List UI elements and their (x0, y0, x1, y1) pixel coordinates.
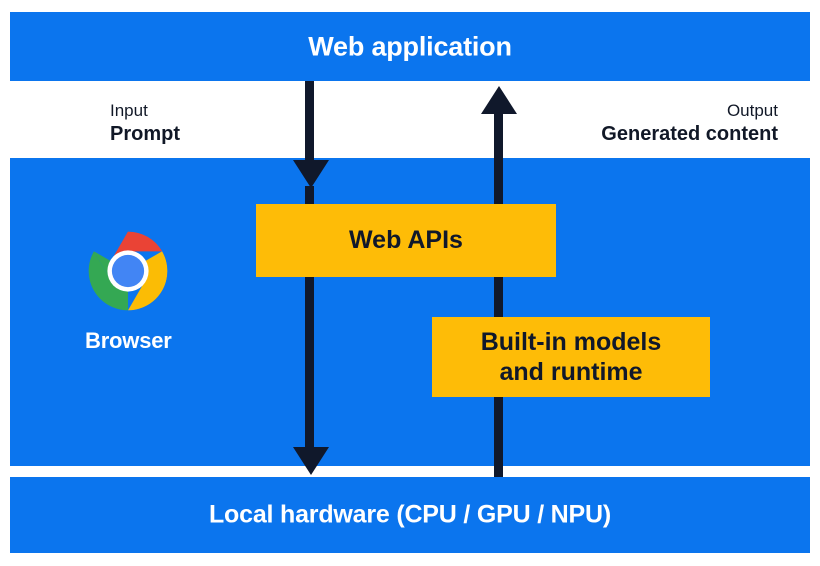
band-web-application-label: Web application (308, 31, 512, 61)
box-built-in-models-line1: Built-in models (480, 327, 662, 356)
box-built-in-models: Built-in models and runtime (432, 317, 710, 397)
box-built-in-models-line2: and runtime (499, 358, 643, 386)
band-local-hardware: Local hardware (CPU / GPU / NPU) (10, 477, 810, 553)
arrow-shaft-output (494, 112, 503, 480)
band-local-hardware-label: Local hardware (CPU / GPU / NPU) (208, 500, 611, 529)
arrowhead-up-into-web-application (481, 86, 517, 114)
annotation-input-kind: Input (110, 101, 148, 120)
annotation-output-value: Generated content (601, 122, 778, 145)
browser-label: Browser (85, 328, 172, 353)
chrome-logo (88, 231, 168, 311)
arrow-shaft-upper (305, 81, 314, 163)
arrow-shaft-lower (305, 186, 314, 447)
box-web-apis-label: Web APIs (349, 226, 463, 255)
annotation-input-value: Prompt (110, 122, 180, 145)
annotation-output-kind: Output (726, 101, 778, 120)
box-built-in-models-label: Built-in models and runtime (469, 327, 674, 388)
band-web-application: Web application (10, 12, 810, 81)
browser-identity: Browser (85, 228, 172, 354)
annotation-input: Input Prompt (110, 100, 180, 147)
box-web-apis: Web APIs (256, 204, 556, 277)
arrowhead-down-into-hardware (293, 447, 329, 475)
arrowhead-down-into-browser (293, 160, 329, 188)
annotation-output: Output Generated content (601, 100, 778, 147)
